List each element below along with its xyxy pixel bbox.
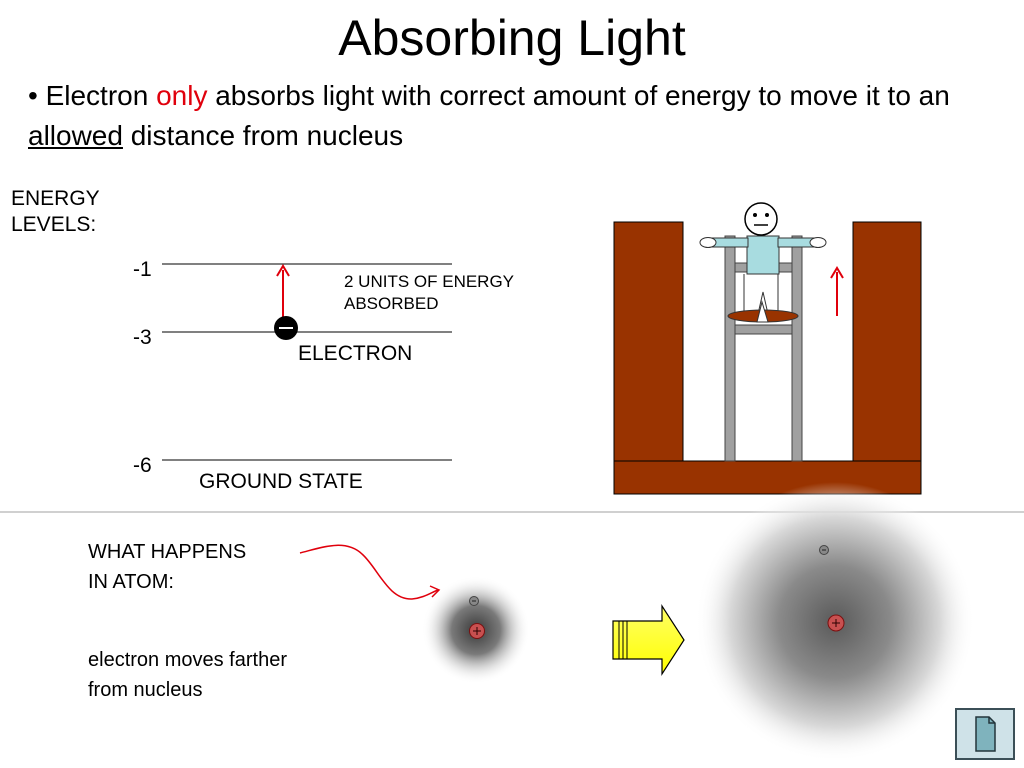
nucleus-large-icon [827, 614, 845, 632]
electron-icon [274, 316, 298, 340]
bullet-middle: absorbs light with correct amount of ene… [207, 80, 950, 111]
document-button[interactable] [955, 708, 1015, 760]
climb-arrow-icon [830, 266, 844, 316]
atom-answer: electron moves farther from nucleus [88, 649, 287, 701]
level-value-1: -1 [133, 258, 152, 281]
slide-title: Absorbing Light [338, 10, 686, 66]
energy-arrow-icon [276, 264, 290, 320]
energy-levels-label: ENERGY LEVELS: [11, 187, 100, 236]
atom-question: WHAT HAPPENS IN ATOM: [88, 541, 247, 593]
electron-small-icon [469, 596, 479, 606]
level-value-3: -3 [133, 326, 152, 349]
atom-after [695, 482, 975, 762]
person-icon [699, 202, 827, 323]
bullet-allowed: allowed [28, 120, 123, 151]
electron-moved-icon [819, 545, 829, 555]
nucleus-icon [469, 623, 485, 639]
ground-state-label: GROUND STATE [199, 470, 363, 493]
bullet-text: • Electron only absorbs light with corre… [28, 76, 988, 156]
document-icon [975, 716, 996, 752]
electron-label: ELECTRON [298, 342, 413, 365]
right-wall [852, 221, 922, 495]
level-value-6: -6 [133, 454, 152, 477]
bullet-suffix: distance from nucleus [122, 120, 404, 151]
curved-arrow-icon [299, 544, 441, 600]
left-wall [613, 221, 684, 495]
atom-before [422, 576, 530, 684]
block-arrow-icon [612, 603, 685, 677]
bullet-prefix: • Electron [28, 80, 157, 111]
bullet-only: only [156, 80, 208, 111]
energy-absorbed-note: 2 UNITS OF ENERGY ABSORBED [344, 272, 514, 313]
